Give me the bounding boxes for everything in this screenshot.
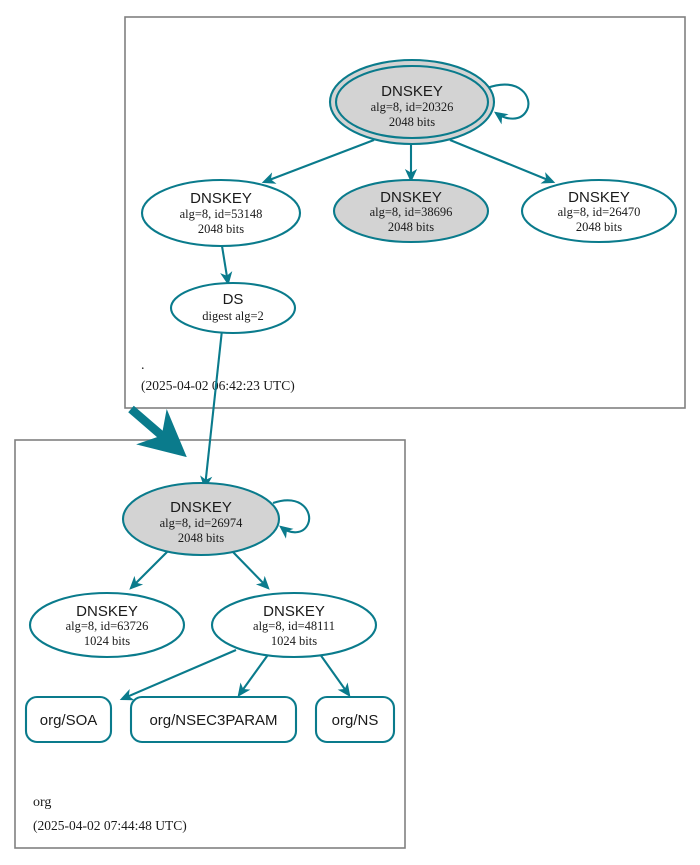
edge-layer-org	[119, 499, 351, 701]
node-title: DNSKEY	[568, 189, 630, 206]
node-keysize: 2048 bits	[178, 531, 224, 545]
edge-org-48111-to-soa	[119, 649, 237, 701]
node-algid: alg=8, id=26470	[558, 205, 641, 219]
node-ellipse	[140, 178, 302, 248]
zone-timestamp-org: (2025-04-02 07:44:48 UTC)	[33, 818, 187, 833]
node-title: DNSKEY	[170, 499, 232, 516]
edge-root-53148-to-ds	[220, 245, 233, 286]
edge-self-sign-org-ksk	[272, 499, 311, 539]
zone-name-org: org	[33, 795, 51, 810]
node-ellipse	[332, 178, 490, 244]
node-keysize: 2048 bits	[388, 220, 434, 234]
node-keysize: 1024 bits	[271, 634, 317, 648]
node-ellipse	[28, 591, 186, 659]
node-algid: alg=8, id=48111	[253, 619, 335, 633]
node-ellipse	[169, 281, 297, 335]
node-keysize: 2048 bits	[198, 222, 244, 236]
node-dnskey-20326[interactable]: DNSKEY alg=8, id=20326 2048 bits	[328, 58, 496, 146]
edge-org-48111-to-nsec3param	[237, 651, 271, 697]
rrset-box	[129, 695, 298, 744]
edge-root-ksk-to-53148	[261, 139, 375, 184]
node-title: DNSKEY	[76, 603, 138, 620]
zone-name-root: .	[141, 358, 145, 373]
edge-org-48111-to-ns	[316, 649, 351, 697]
node-title: DNSKEY	[190, 190, 252, 207]
edge-zone-delegation	[128, 405, 187, 458]
node-ellipse	[121, 481, 281, 557]
rrset-org-soa[interactable]: org/SOA	[24, 695, 113, 744]
node-dnskey-26470[interactable]: DNSKEY alg=8, id=26470 2048 bits	[520, 178, 678, 244]
node-keysize: 2048 bits	[389, 115, 435, 129]
node-title: DNSKEY	[380, 189, 442, 206]
node-dnskey-53148[interactable]: DNSKEY alg=8, id=53148 2048 bits	[140, 178, 302, 248]
zone-box-root	[124, 16, 686, 409]
node-title: DNSKEY	[381, 83, 443, 100]
node-algid: alg=8, id=38696	[370, 205, 453, 219]
node-algid: alg=8, id=53148	[180, 207, 263, 221]
rrset-label: org/NS	[332, 712, 379, 729]
node-title: DS	[223, 291, 244, 308]
node-algid: alg=8, id=20326	[371, 100, 454, 114]
rrset-box	[24, 695, 113, 744]
node-ellipse	[210, 591, 378, 659]
node-algid: alg=8, id=26974	[160, 516, 244, 530]
node-dnskey-38696[interactable]: DNSKEY alg=8, id=38696 2048 bits	[332, 178, 490, 244]
node-ds-root[interactable]: DS digest alg=2	[169, 281, 297, 335]
edge-self-sign-root-ksk	[486, 83, 530, 125]
node-dnskey-26974[interactable]: DNSKEY alg=8, id=26974 2048 bits	[121, 481, 281, 557]
edge-org-ksk-to-63726	[129, 550, 169, 590]
edge-root-ksk-to-26470	[449, 139, 556, 184]
zone-timestamp-root: (2025-04-02 06:42:23 UTC)	[141, 378, 295, 393]
rrset-label: org/NSEC3PARAM	[149, 712, 277, 729]
node-dnskey-48111[interactable]: DNSKEY alg=8, id=48111 1024 bits	[210, 591, 378, 659]
node-algid: alg=8, id=63726	[66, 619, 149, 633]
edge-ds-to-org-ksk	[200, 329, 224, 490]
node-title: DNSKEY	[263, 603, 325, 620]
edge-layer-root	[200, 83, 556, 490]
rrset-org-ns[interactable]: org/NS	[314, 695, 396, 744]
node-dnskey-63726[interactable]: DNSKEY alg=8, id=63726 1024 bits	[28, 591, 186, 659]
edge-zone-delegation-arrow	[128, 405, 187, 458]
node-ellipse	[520, 178, 678, 244]
rrset-org-nsec3param[interactable]: org/NSEC3PARAM	[129, 695, 298, 744]
node-keysize: 2048 bits	[576, 220, 622, 234]
node-inner-ellipse	[334, 64, 490, 140]
zone-cluster-root: . (2025-04-02 06:42:23 UTC)	[124, 16, 686, 409]
rrset-box	[314, 695, 396, 744]
node-digest-alg: digest alg=2	[202, 309, 264, 323]
node-keysize: 1024 bits	[84, 634, 130, 648]
rrset-label: org/SOA	[40, 712, 98, 729]
edge-org-ksk-to-48111	[231, 550, 270, 590]
